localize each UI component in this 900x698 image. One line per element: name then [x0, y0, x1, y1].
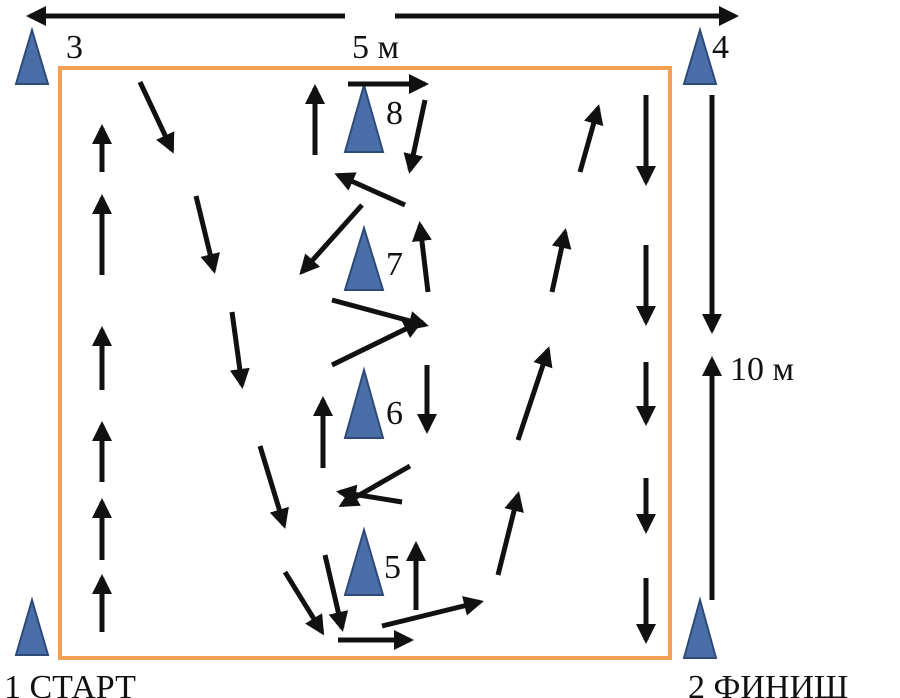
arrow-icon: [229, 311, 250, 389]
cone-label-finish: 2 ФИНИШ: [688, 669, 848, 698]
arrow-icon: [411, 221, 432, 293]
cone-icon: [14, 26, 50, 85]
arrow-icon: [495, 491, 524, 576]
cone-label-start: 1 СТАРТ: [4, 669, 136, 698]
cone-icon: [682, 596, 718, 659]
arrow-icon: [322, 554, 349, 632]
course-boundary: [58, 66, 672, 660]
arrow-icon: [282, 570, 325, 636]
arrow-icon: [403, 99, 428, 174]
cone-label-6: 6: [386, 395, 403, 432]
cone-icon: [343, 224, 385, 291]
cone-icon: [14, 596, 50, 656]
cone-icon: [343, 81, 385, 153]
height-label: 10 м: [730, 351, 794, 388]
height-dimension: 10 м: [702, 95, 794, 600]
arrow-icon: [336, 484, 403, 505]
arrow-icon: [334, 172, 407, 208]
cone-label-4: 4: [712, 29, 729, 66]
arrow-icon: [515, 346, 553, 441]
arrow-icon: [577, 104, 604, 173]
arrow-icon: [299, 203, 364, 275]
cone-icon: [343, 526, 385, 596]
cone-label-8: 8: [386, 95, 403, 132]
arrow-icon: [381, 596, 484, 629]
cone-icon: [343, 366, 385, 439]
arrow-icon: [137, 80, 175, 154]
arrow-icon: [193, 195, 220, 274]
arrow-icon: [549, 228, 572, 293]
arrow-icon: [331, 297, 429, 331]
cone-label-7: 7: [386, 246, 403, 283]
cones: [14, 26, 718, 659]
arrow-icon: [330, 319, 424, 368]
cone-label-5: 5: [384, 549, 401, 586]
cone-label-3: 3: [66, 29, 83, 66]
width-label: 5 м: [352, 29, 399, 66]
path-arrows: [92, 74, 656, 650]
width-dimension: 5 м: [26, 6, 739, 66]
cone-icon: [682, 26, 718, 85]
arrow-icon: [257, 445, 289, 529]
cone-labels: 1 СТАРТ 2 ФИНИШ 3 4 5 6 7 8: [4, 29, 848, 698]
